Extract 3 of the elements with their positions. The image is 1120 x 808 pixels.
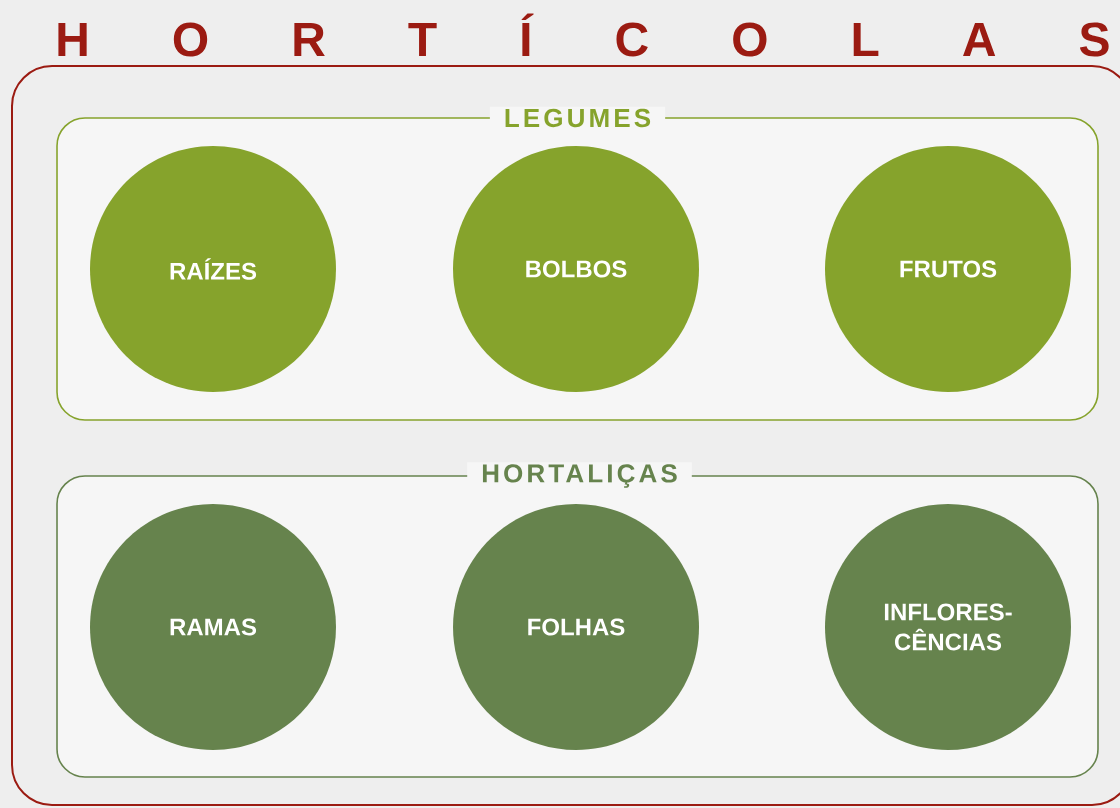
- group-heading: LEGUMES: [489, 106, 666, 130]
- title: H O R T Í C O L A S: [58, 13, 1109, 57]
- group-heading: HORTALIÇAS: [467, 462, 692, 490]
